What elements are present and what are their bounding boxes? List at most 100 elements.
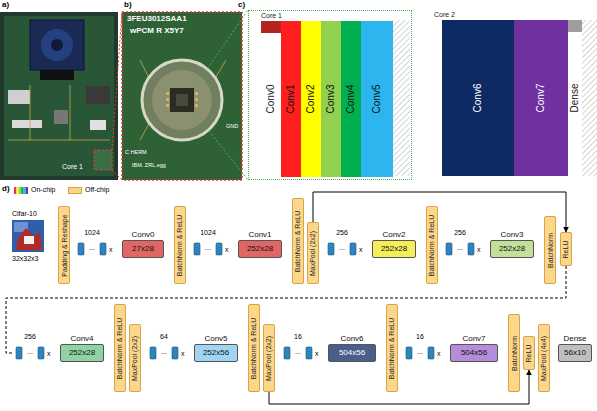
layer-size: 504x56 — [339, 349, 365, 357]
figure-label: Cifar-10 — [12, 210, 37, 217]
layer-column: Conv0 — [261, 21, 281, 177]
offchip-op-box: MaxPool (2x2) — [263, 324, 275, 392]
on-chip-swatch — [24, 187, 26, 194]
vector-glyph — [16, 347, 22, 359]
layer-name: Conv4 — [346, 85, 356, 114]
board-photo — [70, 85, 71, 140]
layer-column: Conv7 — [514, 20, 568, 176]
board-photo — [8, 90, 30, 104]
zoom-leader — [194, 10, 248, 88]
vector-glyph — [194, 243, 200, 255]
chip-photo — [140, 122, 150, 140]
op-name: Padding & Reshape — [61, 214, 68, 276]
vector-glyph — [216, 243, 222, 255]
layer-size: 56x10 — [564, 349, 586, 357]
vector-glyph — [172, 347, 178, 359]
chip-photo — [176, 94, 188, 106]
vector-label: x — [225, 246, 229, 253]
figure-label: d) — [2, 185, 10, 193]
op-name: BatchNorm & ReLU — [177, 214, 184, 275]
layer-name: Conv6 — [340, 335, 363, 343]
layer-size: 27x28 — [132, 245, 154, 253]
core-title: Core 2 — [434, 11, 455, 18]
chip-photo — [195, 104, 198, 107]
figure-label: 3FEU3012SAA1 — [127, 15, 187, 23]
layer-size: 504x56 — [461, 349, 487, 357]
chip-photo — [122, 12, 242, 180]
row-continuation-line — [6, 266, 566, 353]
vector-label: ... — [89, 244, 95, 251]
offchip-op-box: BatchNorm & ReLU — [174, 206, 186, 284]
chip-photo — [195, 98, 198, 101]
figure-label: C HERM — [125, 150, 147, 156]
figure-label: wPCM R X5Y7 — [130, 27, 184, 35]
vector-label: ... — [161, 348, 167, 355]
vector-label: x — [181, 350, 185, 357]
op-name: BatchNorm & ReLU — [117, 317, 124, 378]
layer-name: Conv2 — [306, 85, 316, 114]
layer-size: 252x28 — [499, 245, 525, 253]
offchip-op-box: BatchNorm — [544, 216, 556, 284]
vector-label: x — [477, 246, 481, 253]
op-name: BatchNorm & ReLU — [295, 210, 302, 271]
layer-name: Conv5 — [372, 85, 382, 114]
on-chip-swatch — [21, 187, 23, 194]
chip-photo — [166, 104, 169, 107]
offchip-op-box: MaxPool (4x4) — [538, 324, 550, 392]
op-name: BatchNorm — [547, 232, 554, 267]
board-photo — [30, 85, 31, 140]
unused-area-hatch — [392, 20, 410, 176]
chip-photo — [142, 60, 222, 140]
layer-name: Conv4 — [70, 335, 93, 343]
core-title: Core 1 — [261, 12, 282, 19]
vector-label: 64 — [160, 333, 168, 340]
layer-name: Conv0 — [131, 231, 154, 239]
vector-label: ... — [457, 244, 463, 251]
board-photo — [94, 150, 112, 170]
chip-photo — [166, 98, 169, 101]
on-chip-swatch — [19, 187, 21, 194]
vector-glyph — [38, 347, 44, 359]
vector-label: ... — [205, 244, 211, 251]
vector-label: x — [437, 350, 441, 357]
vector-glyph — [284, 347, 290, 359]
core-panel: Core 2 Conv6 Conv7Dense — [422, 10, 597, 180]
zoom-leader — [112, 12, 122, 150]
layer-name: Dense — [570, 84, 580, 113]
board-photo — [41, 29, 73, 61]
op-name: MaxPool (2x2) — [266, 335, 273, 380]
figure-label: 32x32x3 — [12, 255, 38, 262]
offchip-op-box: Padding & Reshape — [58, 206, 70, 284]
chip-photo — [152, 70, 212, 130]
board-photo — [12, 120, 42, 128]
conv-layer-box: Conv1252x28 — [238, 240, 282, 258]
chip-photo — [122, 12, 242, 180]
layer-name: Conv2 — [382, 231, 405, 239]
legend-swatch — [68, 187, 82, 194]
vector-label: 1024 — [84, 229, 100, 236]
vector-glyph — [150, 347, 156, 359]
op-name: BatchNorm & ReLU — [429, 214, 436, 275]
layer-name: Conv6 — [473, 84, 483, 113]
layer-name: Conv3 — [326, 85, 336, 114]
vector-glyph — [468, 243, 474, 255]
layer-size: 252x56 — [203, 349, 229, 357]
board-photo — [86, 86, 110, 104]
chip-photo — [195, 92, 198, 95]
layer-column: Dense — [568, 20, 582, 176]
offchip-op-box: MaxPool (2x2) — [129, 324, 141, 392]
offchip-op-box: MaxPool (2x2) — [307, 222, 319, 284]
figure-label: c) — [238, 1, 245, 9]
layer-name: Conv3 — [500, 231, 523, 239]
layer-name: Conv5 — [204, 335, 227, 343]
vector-label: 256 — [24, 333, 36, 340]
vector-glyph — [78, 243, 84, 255]
vector-label: 1024 — [200, 229, 216, 236]
conv-layer-box: Conv027x28 — [122, 240, 164, 258]
figure-label: b) — [124, 1, 132, 9]
board-photo — [0, 12, 118, 180]
vector-label: x — [315, 350, 319, 357]
board-photo — [54, 110, 68, 124]
cifar-image — [12, 220, 44, 252]
